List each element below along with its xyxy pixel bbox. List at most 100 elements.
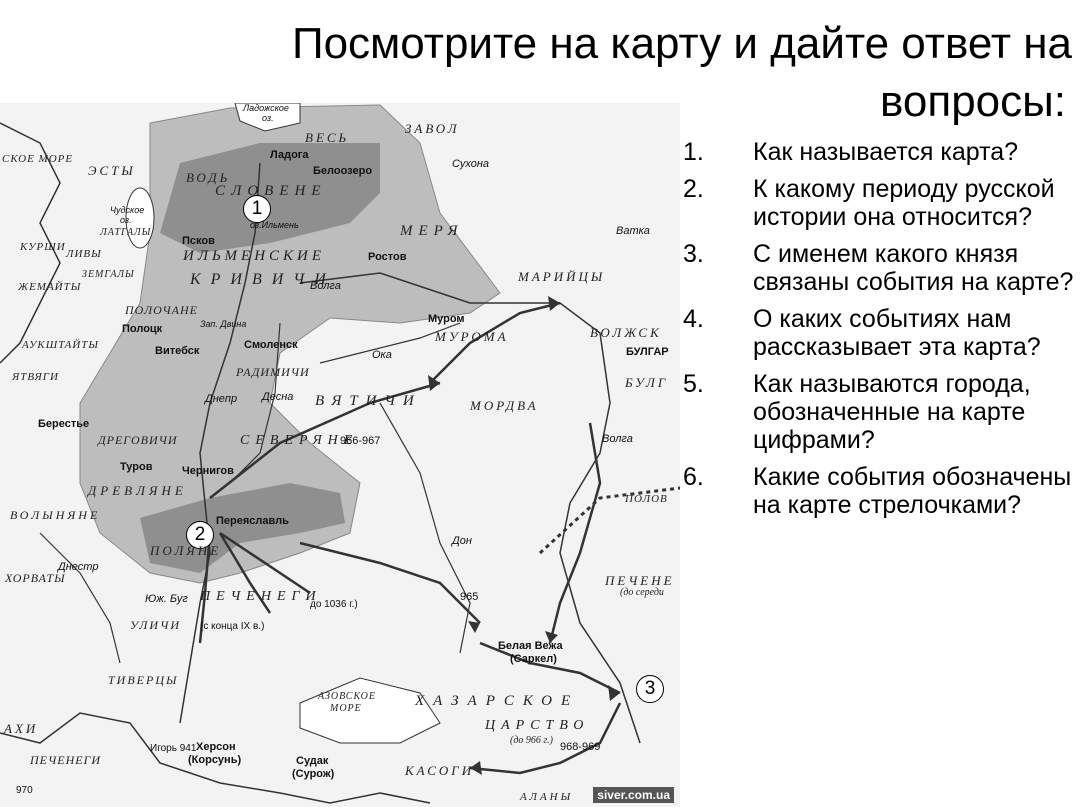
- watermark: siver.com.ua: [593, 787, 674, 803]
- question-text: О каких событиях нам рассказывает эта ка…: [753, 305, 1041, 361]
- question-text: Какие события обозначены на карте стрело…: [753, 463, 1072, 519]
- people-vyatichi: ВЯТИЧИ: [315, 393, 422, 409]
- people-ilmenskie: ИЛЬМЕНСКИЕ: [183, 248, 325, 264]
- sea-azov-label: АЗОВСКОЕ: [318, 691, 376, 702]
- date-970: 970: [16, 785, 33, 796]
- people-khazar-note: (до 966 г.): [510, 735, 553, 746]
- people-krivichi: КРИВИЧИ: [190, 271, 336, 288]
- city-chernigov: Чернигов: [182, 465, 234, 477]
- map-marker-3: 3: [636, 675, 664, 703]
- city-turov: Туров: [120, 461, 153, 473]
- date-965: 965: [460, 591, 479, 603]
- people-radimichi: РАДИМИЧИ: [236, 365, 310, 379]
- map-marker-2: 2: [186, 521, 214, 549]
- people-bulgar-land: БУЛГ: [625, 375, 669, 390]
- date-968-969: 968-969: [560, 741, 601, 753]
- river-dnepr-label: Днепр: [205, 393, 238, 405]
- question-number: 5.: [683, 370, 704, 398]
- city-sarkel: (Саркел): [510, 653, 557, 665]
- question-text: С именем какого князя связаны события на…: [753, 240, 1074, 296]
- river-oka: [319, 322, 461, 364]
- lake-ladoga: [234, 103, 301, 132]
- city-korsun: (Корсунь): [188, 754, 242, 766]
- people-pechenegi-sw: ПЕЧЕНЕГИ: [30, 753, 102, 767]
- map-graphics: [0, 103, 680, 804]
- river-sukhona-label: Сухона: [452, 158, 489, 170]
- river-oka-label: Ока: [372, 349, 392, 361]
- map-marker-1: 1: [243, 195, 271, 223]
- people-pechenegi-right: ПЕЧЕНЕ: [605, 573, 675, 588]
- people-livy: ЛИВЫ: [66, 248, 102, 260]
- river-don-label: Дон: [452, 535, 472, 547]
- city-beresty: Берестье: [38, 418, 90, 430]
- question-text: К какому периоду русской истории она отн…: [753, 175, 1055, 231]
- river-dnestr: [39, 532, 121, 664]
- city-ladoga: Ладога: [270, 149, 309, 161]
- people-vod: ВОДЬ: [186, 170, 231, 185]
- question-text: Как называются города, обозначенные на к…: [753, 370, 1031, 454]
- question-number: 2.: [683, 175, 704, 203]
- people-polovtsy: ПОЛОВ: [625, 493, 668, 505]
- date-1036: до 1036 г.): [310, 599, 358, 610]
- people-dregovichi: ДРЕГОВИЧИ: [98, 433, 178, 447]
- question-item: 5. Как называются города, обозначенные на…: [683, 370, 1075, 454]
- people-latgaly: ЛАТГАЛЫ: [100, 227, 152, 238]
- people-esty: ЭСТЫ: [88, 163, 136, 178]
- people-volzh: ВОЛЖСК: [590, 325, 662, 340]
- river-vyatka-label: Ватка: [616, 225, 650, 237]
- sea-baltic-label: СКОЕ МОРЕ: [2, 153, 74, 165]
- people-ahi: АХИ: [4, 721, 39, 736]
- territory-dark-south: [140, 483, 345, 573]
- question-item: 1.Как называется карта?: [683, 138, 1075, 166]
- people-zemgaly: ЗЕМГАЛЫ: [82, 269, 135, 280]
- people-mordva: МОРДВА: [470, 398, 539, 413]
- date-966-967: 966-967: [340, 435, 381, 447]
- city-vitebsk: Витебск: [155, 345, 200, 357]
- city-beloozero: Белоозеро: [313, 165, 373, 177]
- people-slovene: СЛОВЕНЕ: [215, 183, 327, 199]
- lake-ladoga-suffix: оз.: [262, 113, 274, 123]
- city-sudak: Судак: [296, 755, 329, 767]
- river-yuzh-bug-label: Юж. Буг: [145, 593, 188, 605]
- river-volga-label2: Волга: [602, 433, 633, 445]
- city-kherson: Херсон: [196, 741, 236, 753]
- city-smolensk: Смоленск: [244, 339, 298, 351]
- river-don: [379, 402, 471, 654]
- people-merya: МЕРЯ: [400, 223, 464, 239]
- people-muroma: МУРОМА: [435, 329, 509, 344]
- people-ulichi: УЛИЧИ: [130, 618, 182, 632]
- date-ix-century: (с конца IX в.): [200, 621, 265, 632]
- river-volga-label: Волга: [310, 280, 341, 292]
- campaign-arrows: [198, 301, 622, 775]
- city-rostov: Ростов: [368, 251, 407, 263]
- lake-chudskoe-suffix: оз.: [120, 215, 132, 225]
- people-severyane: СЕВЕРЯНЕ: [240, 433, 359, 448]
- question-item: 2. К какому периоду русской истории она о…: [683, 175, 1075, 231]
- city-pereyaslavl: Переяславль: [216, 515, 289, 527]
- arrow-heads: [428, 296, 620, 775]
- people-tivertsy: ТИВЕРЦЫ: [108, 673, 179, 687]
- people-kurshi: КУРШИ: [20, 241, 66, 253]
- people-drevlyane: ДРЕВЛЯНЕ: [88, 483, 187, 498]
- people-yatvyagi: ЯТВЯГИ: [12, 371, 59, 383]
- people-volynyane: ВОЛЫНЯНЕ: [10, 508, 101, 522]
- black-sea-coast: [0, 712, 431, 804]
- river-desna-label: Десна: [262, 391, 294, 403]
- city-murom: Муром: [428, 313, 465, 325]
- people-zhemaity: ЖЕМАЙТЫ: [18, 281, 82, 293]
- territory-dark-north: [160, 143, 380, 253]
- people-polochane: ПОЛОЧАНЕ: [125, 303, 198, 317]
- city-belaya-vezha: Белая Вежа: [498, 640, 563, 652]
- question-number: 3.: [683, 240, 704, 268]
- page-title-line2: вопросы:: [880, 77, 1066, 126]
- baltic-coast: [0, 122, 61, 364]
- people-khorvaty: ХОРВАТЫ: [5, 571, 66, 585]
- date-igor-941: Игорь 941: [150, 743, 197, 754]
- river-volga: [299, 272, 641, 744]
- people-zavolochye: ЗАВОЛ: [405, 121, 460, 136]
- historical-map: 1 2 3 Ладожское оз. Чудское оз. оз.Ильме…: [0, 103, 680, 807]
- city-surozh: (Сурож): [292, 768, 335, 780]
- question-item: 3. С именем какого князя связаны события …: [683, 240, 1075, 296]
- lake-chudskoe-label: Чудское: [110, 205, 145, 215]
- city-bulgar: БУЛГАР: [626, 346, 669, 358]
